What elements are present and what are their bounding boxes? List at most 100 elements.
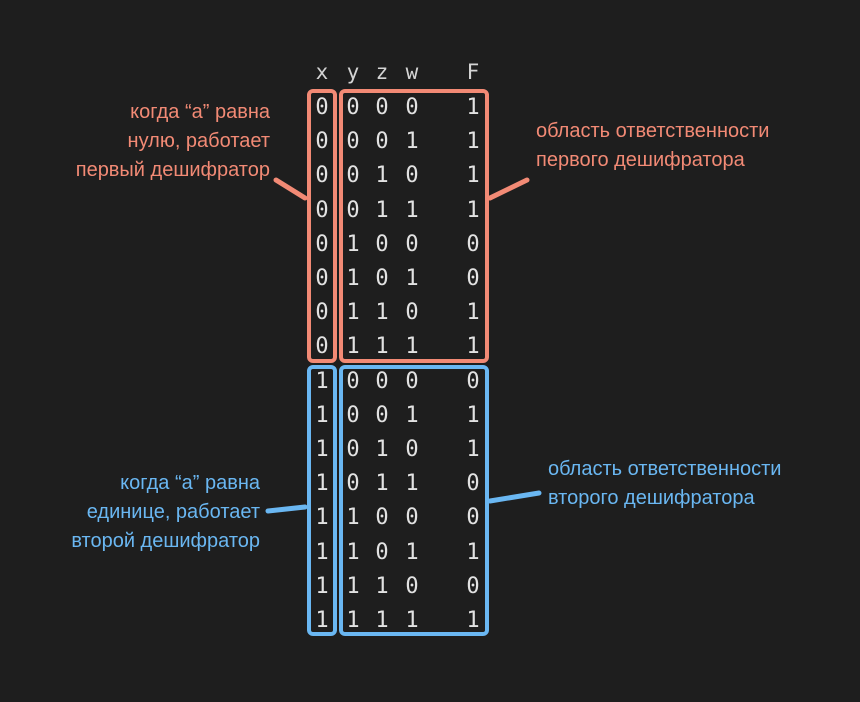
annotation-line: первый дешифратор — [75, 159, 270, 181]
cell-y: 1 — [346, 334, 360, 360]
cell-y: 1 — [346, 300, 360, 326]
cell-y: 0 — [346, 163, 360, 189]
cell-x: 1 — [315, 437, 329, 462]
cell-z: 1 — [375, 300, 389, 326]
cell-y: 1 — [346, 573, 360, 599]
cell-z: 0 — [375, 368, 389, 394]
cell-y: 1 — [346, 231, 360, 257]
cell-f: 1 — [466, 163, 480, 189]
cell-y: 0 — [346, 129, 360, 155]
cell-y: 1 — [346, 266, 360, 291]
cell-y: 0 — [346, 368, 360, 394]
cell-w: 1 — [405, 402, 419, 428]
cell-w: 1 — [405, 471, 419, 497]
cell-y: 1 — [346, 505, 360, 531]
cell-x: 1 — [315, 608, 329, 633]
cell-f: 1 — [466, 402, 480, 428]
cell-x: 1 — [315, 505, 329, 531]
cell-x: 0 — [315, 163, 329, 189]
cell-x: 1 — [315, 368, 329, 394]
annotation-line: область ответственности — [548, 458, 782, 480]
cell-z: 1 — [375, 197, 389, 223]
cell-w: 0 — [405, 300, 419, 326]
cell-z: 0 — [375, 95, 389, 120]
cell-f: 1 — [466, 437, 480, 462]
second-decoder-area-annotation: область ответственности второго дешифрат… — [548, 455, 848, 513]
cell-w: 0 — [405, 368, 419, 394]
cell-z: 0 — [375, 539, 389, 565]
cell-y: 0 — [346, 471, 360, 497]
annotation-line: второго дешифратора — [548, 487, 755, 509]
cell-z: 1 — [375, 471, 389, 497]
header-f: F — [466, 60, 480, 84]
second-decoder-area-box — [339, 365, 489, 636]
cell-f: 1 — [466, 95, 480, 120]
annotation-line: первого дешифратора — [536, 149, 745, 171]
cell-z: 0 — [375, 231, 389, 257]
connector-second-area — [487, 490, 542, 504]
cell-w: 1 — [405, 266, 419, 291]
cell-f: 0 — [466, 266, 480, 291]
cell-w: 1 — [405, 334, 419, 360]
cell-w: 0 — [405, 231, 419, 257]
annotation-line: нулю, работает — [127, 130, 270, 152]
cell-w: 1 — [405, 197, 419, 223]
cell-x: 0 — [315, 129, 329, 155]
cell-z: 1 — [375, 573, 389, 599]
cell-f: 1 — [466, 300, 480, 326]
cell-z: 0 — [375, 505, 389, 531]
header-w: w — [405, 60, 419, 84]
cell-x: 0 — [315, 95, 329, 120]
cell-f: 1 — [466, 129, 480, 155]
first-decoder-area-box — [339, 89, 489, 363]
cell-x: 0 — [315, 266, 329, 291]
cell-x: 0 — [315, 197, 329, 223]
annotation-line: область ответственности — [536, 120, 770, 142]
cell-w: 0 — [405, 95, 419, 120]
cell-x: 1 — [315, 573, 329, 599]
cell-w: 0 — [405, 163, 419, 189]
second-selector-annotation: когда “a” равна единице, работает второй… — [20, 469, 260, 556]
cell-z: 0 — [375, 129, 389, 155]
cell-z: 0 — [375, 402, 389, 428]
annotation-line: когда “a” равна — [130, 101, 270, 123]
first-decoder-selector-box — [307, 89, 337, 363]
cell-w: 0 — [405, 505, 419, 531]
annotation-line: когда “a” равна — [120, 472, 260, 494]
annotation-line: единице, работает — [86, 501, 260, 523]
header-x: x — [315, 60, 329, 84]
cell-y: 0 — [346, 437, 360, 462]
cell-x: 0 — [315, 300, 329, 326]
header-y: y — [346, 60, 360, 84]
cell-f: 0 — [466, 368, 480, 394]
cell-x: 0 — [315, 231, 329, 257]
cell-y: 1 — [346, 539, 360, 565]
header-z: z — [375, 60, 389, 84]
cell-w: 1 — [405, 608, 419, 633]
cell-z: 1 — [375, 437, 389, 462]
cell-y: 1 — [346, 608, 360, 633]
cell-f: 1 — [466, 539, 480, 565]
cell-f: 1 — [466, 197, 480, 223]
cell-f: 1 — [466, 608, 480, 633]
cell-z: 1 — [375, 163, 389, 189]
annotation-line: второй дешифратор — [71, 530, 260, 552]
second-decoder-selector-box — [307, 365, 337, 636]
cell-x: 0 — [315, 334, 329, 360]
cell-x: 1 — [315, 471, 329, 497]
cell-w: 1 — [405, 539, 419, 565]
cell-y: 0 — [346, 197, 360, 223]
cell-f: 0 — [466, 231, 480, 257]
cell-y: 0 — [346, 95, 360, 120]
first-decoder-area-annotation: область ответственности первого дешифрат… — [536, 117, 836, 175]
cell-x: 1 — [315, 539, 329, 565]
cell-y: 0 — [346, 402, 360, 428]
connector-first-selector — [273, 177, 308, 201]
connector-first-area — [487, 177, 530, 201]
cell-w: 0 — [405, 573, 419, 599]
cell-z: 1 — [375, 334, 389, 360]
cell-f: 1 — [466, 334, 480, 360]
cell-z: 0 — [375, 266, 389, 291]
connector-second-selector — [265, 504, 308, 514]
